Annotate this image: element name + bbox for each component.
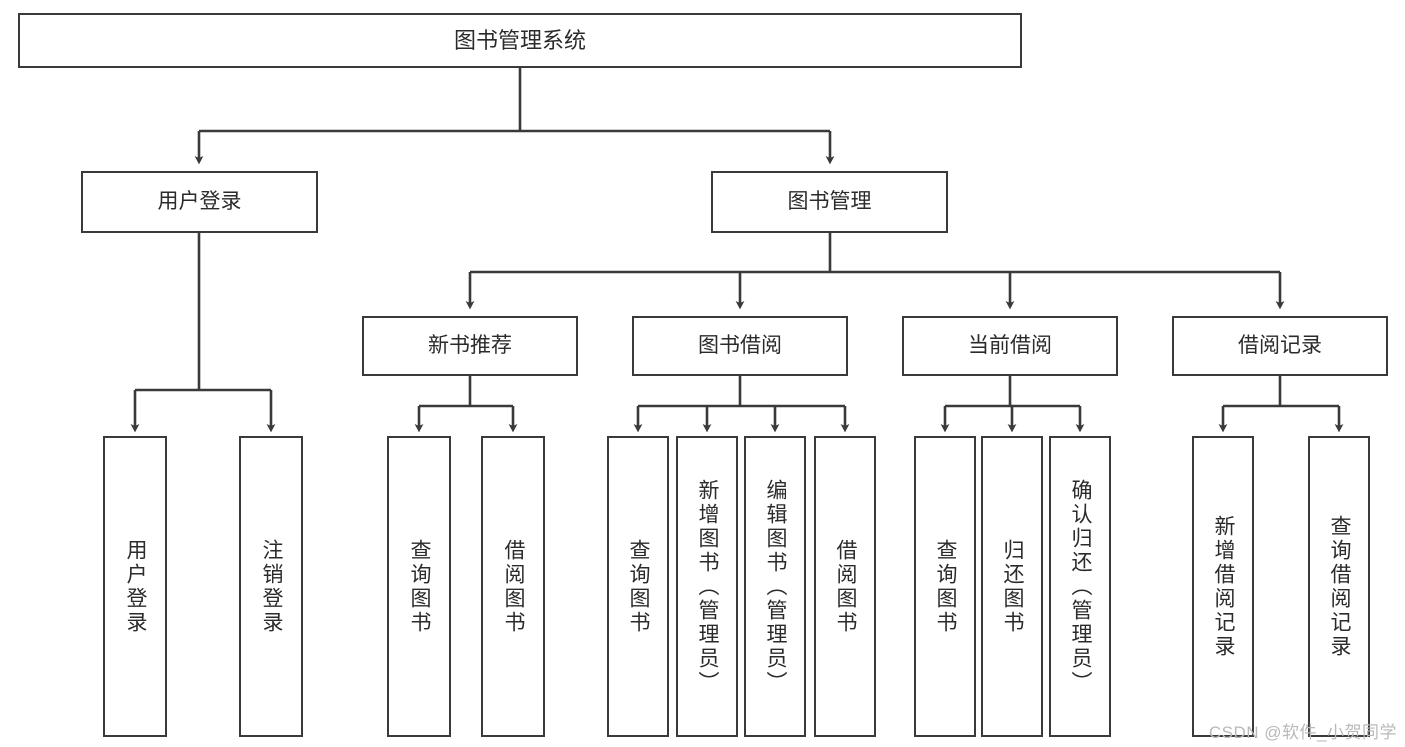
leaf-borrow-add-book-admin[interactable]: 新增图书（管理员） bbox=[676, 436, 738, 737]
node-label: 图书管理系统 bbox=[453, 27, 586, 53]
node-label: 当前借阅 bbox=[968, 333, 1052, 357]
leaf-recommend-borrow-books[interactable]: 借阅图书 bbox=[481, 436, 545, 737]
node-label: 归还图书 bbox=[1001, 538, 1025, 635]
node-label: 用户登录 bbox=[157, 189, 242, 213]
node-label: 编辑图书（管理员） bbox=[764, 478, 788, 695]
node-book-management[interactable]: 图书管理 bbox=[711, 171, 948, 233]
node-label: 借阅记录 bbox=[1238, 333, 1322, 357]
node-book-borrow[interactable]: 图书借阅 bbox=[632, 316, 848, 376]
node-new-book-recommend[interactable]: 新书推荐 bbox=[362, 316, 578, 376]
node-root-system[interactable]: 图书管理系统 bbox=[18, 13, 1022, 68]
leaf-borrow-edit-book-admin[interactable]: 编辑图书（管理员） bbox=[744, 436, 806, 737]
node-label: 图书借阅 bbox=[698, 333, 782, 357]
node-borrow-record[interactable]: 借阅记录 bbox=[1172, 316, 1388, 376]
leaf-current-confirm-return-admin[interactable]: 确认归还（管理员） bbox=[1049, 436, 1111, 737]
node-label: 确认归还（管理员） bbox=[1069, 478, 1093, 695]
leaf-current-query-books[interactable]: 查询图书 bbox=[914, 436, 976, 737]
leaf-borrow-query-books[interactable]: 查询图书 bbox=[607, 436, 669, 737]
node-label: 注销登录 bbox=[260, 538, 284, 635]
node-label: 用户登录 bbox=[124, 538, 148, 635]
leaf-record-query-record[interactable]: 查询借阅记录 bbox=[1308, 436, 1370, 737]
node-label: 新书推荐 bbox=[428, 333, 512, 357]
leaf-current-return-books[interactable]: 归还图书 bbox=[981, 436, 1043, 737]
node-label: 查询图书 bbox=[408, 538, 432, 635]
node-label: 借阅图书 bbox=[502, 538, 526, 635]
node-label: 查询图书 bbox=[627, 538, 651, 635]
node-label: 图书管理 bbox=[787, 189, 872, 213]
node-label: 借阅图书 bbox=[834, 538, 858, 635]
node-current-borrow[interactable]: 当前借阅 bbox=[902, 316, 1118, 376]
node-label: 新增借阅记录 bbox=[1212, 514, 1236, 659]
leaf-user-login-signin[interactable]: 用户登录 bbox=[103, 436, 167, 737]
leaf-borrow-borrow-books[interactable]: 借阅图书 bbox=[814, 436, 876, 737]
node-label: 新增图书（管理员） bbox=[696, 478, 720, 695]
node-user-login[interactable]: 用户登录 bbox=[81, 171, 318, 233]
node-label: 查询图书 bbox=[934, 538, 958, 635]
leaf-record-add-record[interactable]: 新增借阅记录 bbox=[1192, 436, 1254, 737]
leaf-recommend-query-books[interactable]: 查询图书 bbox=[387, 436, 451, 737]
node-label: 查询借阅记录 bbox=[1328, 514, 1352, 659]
leaf-user-login-logout[interactable]: 注销登录 bbox=[239, 436, 303, 737]
